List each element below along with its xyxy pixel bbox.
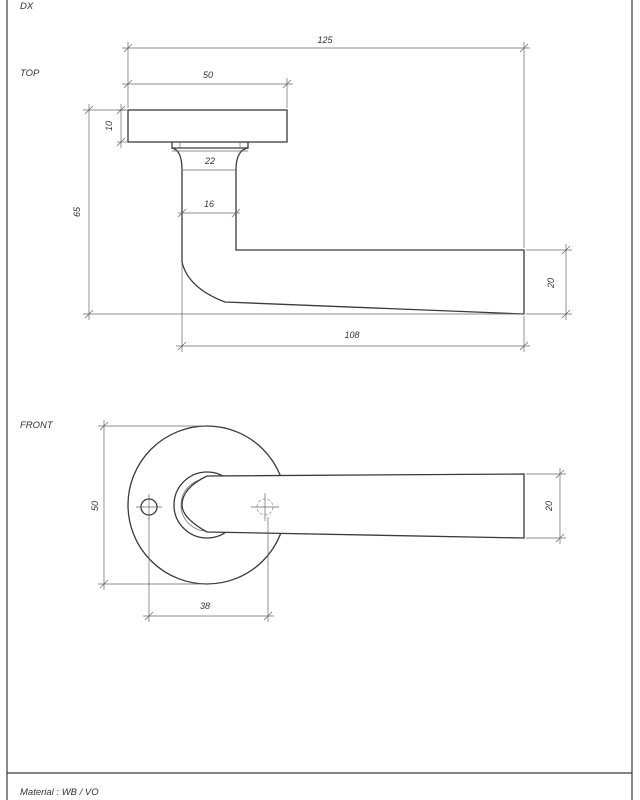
- dim-total-length: 125: [317, 35, 333, 45]
- dim-shank-diameter: 16: [204, 199, 214, 209]
- front-view: [127, 425, 525, 585]
- dim-lever-length: 108: [344, 330, 359, 340]
- drawing-frame: [6, 0, 633, 800]
- side-label: DX: [20, 1, 34, 12]
- top-view: [127, 109, 525, 315]
- dim-rose-diameter: 50: [90, 501, 100, 511]
- neck-flange: [171, 142, 249, 149]
- dim-center-distance: 38: [200, 601, 210, 611]
- front-dimensions: 50 20 38: [90, 420, 566, 622]
- front-lever: [181, 473, 525, 539]
- dim-lever-height: 20: [544, 501, 554, 512]
- dim-neck-diameter: 22: [204, 156, 215, 166]
- material-label: Material : WB / VO: [20, 787, 99, 798]
- rose-plate: [127, 109, 288, 143]
- dim-projection: 65: [72, 206, 82, 217]
- top-dimensions: 125 50 10 22 16 65 20: [72, 35, 572, 352]
- dim-rose-width: 50: [203, 70, 213, 80]
- dim-lever-thickness: 20: [546, 278, 556, 289]
- front-view-label: FRONT: [20, 420, 54, 431]
- top-view-label: TOP: [20, 68, 40, 79]
- lever-body: [171, 147, 525, 315]
- dim-rose-thickness: 10: [104, 121, 114, 131]
